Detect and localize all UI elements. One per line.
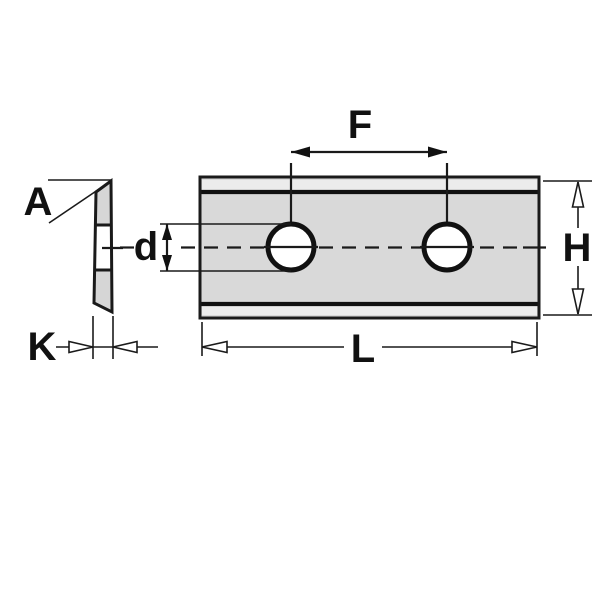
h-arrowhead-down [571, 288, 585, 315]
d-arrowhead-down [162, 255, 172, 271]
hole-diameter-d-dimension: d [134, 223, 291, 272]
plate-top-strip [202, 180, 537, 190]
plate-bottom-strip [202, 306, 537, 315]
height-h-dimension: H [543, 180, 592, 316]
angle-a-leader-line [48, 180, 112, 224]
hole-diameter-d-label: d [134, 225, 158, 269]
f-arrowhead-left [291, 146, 310, 158]
thickness-k-label: K [28, 325, 57, 369]
length-l-dimension: L [201, 322, 538, 371]
length-l-label: L [351, 327, 375, 371]
height-h-label: H [563, 226, 592, 270]
l-arrowhead-right [511, 340, 538, 354]
angle-a-annotation: A [24, 179, 112, 224]
hole-spacing-f-label: F [348, 103, 372, 147]
side-profile-bottom-bevel [94, 270, 112, 312]
f-arrowhead-right [428, 146, 447, 158]
side-profile-top-bevel [95, 181, 111, 225]
k-arrowhead-left [68, 340, 94, 354]
hole-spacing-f-dimension: F [291, 103, 447, 158]
angle-a-label: A [24, 180, 53, 224]
k-arrowhead-right [112, 340, 138, 354]
l-arrowhead-left [201, 340, 228, 354]
d-arrowhead-up [162, 224, 172, 240]
side-profile-view [92, 178, 123, 315]
mounting-holes [264, 163, 474, 273]
thickness-k-dimension: K [28, 316, 158, 369]
h-arrowhead-up [571, 181, 585, 208]
